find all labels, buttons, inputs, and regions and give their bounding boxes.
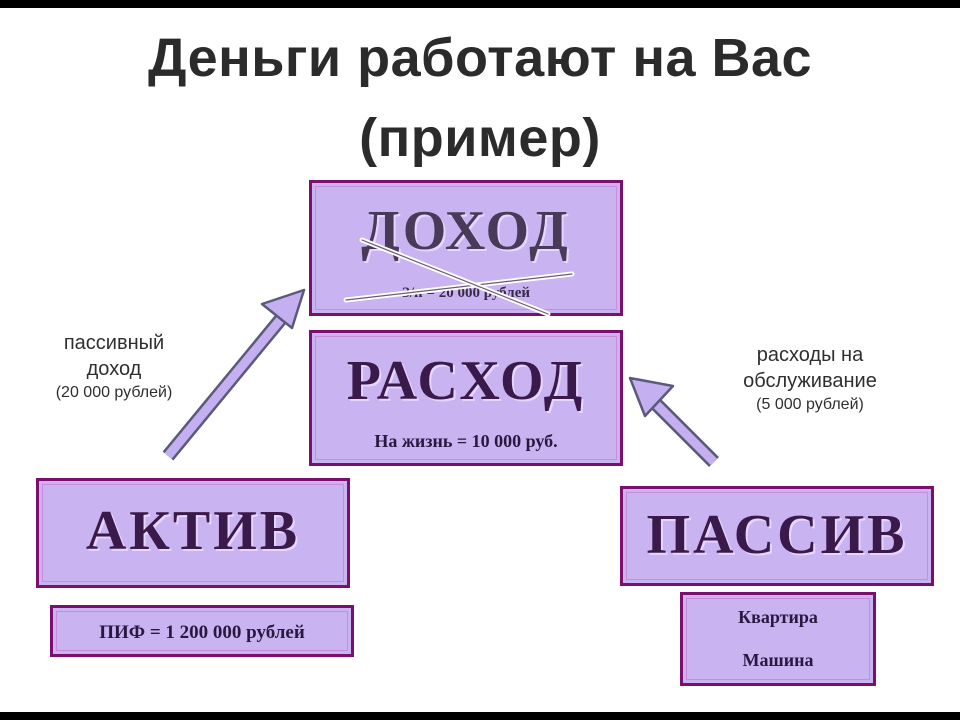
expense-detail: На жизнь = 10 000 руб. [374,431,558,451]
maintenance-label: расходы на обслуживание (5 000 рублей) [700,342,920,416]
maintenance-label-line1: расходы на [756,344,864,366]
liability-title: ПАССИВ [646,504,908,566]
liability-item-apartment: Квартира [738,607,818,627]
passive-income-arrow [162,288,306,461]
income-crossout-mark [343,237,575,317]
passive-income-amount: (20 000 рублей) [55,384,173,401]
slide: Деньги работают на Вас (пример) ДОХОД З/… [0,8,960,712]
expense-box: РАСХОД На жизнь = 10 000 руб. [309,330,623,466]
diagram-overlay [162,237,719,467]
passive-income-label-line1: пассивный [63,332,165,354]
passive-income-label: пассивный доход (20 000 рублей) [24,330,204,404]
asset-box: АКТИВ [36,478,350,588]
slide-title-line1: Деньги работают на Вас [147,28,813,88]
asset-title: АКТИВ [85,500,301,562]
liability-detail-box: Квартира Машина [680,592,876,686]
slide-title-line2: (пример) [359,108,601,168]
asset-detail: ПИФ = 1 200 000 рублей [99,622,305,643]
expense-title: РАСХОД [346,350,586,412]
liability-item-car: Машина [742,650,814,670]
maintenance-arrow [628,376,719,467]
asset-detail-box: ПИФ = 1 200 000 рублей [50,605,354,657]
liability-box: ПАССИВ [620,486,934,586]
maintenance-amount: (5 000 рублей) [756,396,864,413]
maintenance-label-line2: обслуживание [743,370,877,392]
passive-income-label-line2: доход [86,358,142,380]
